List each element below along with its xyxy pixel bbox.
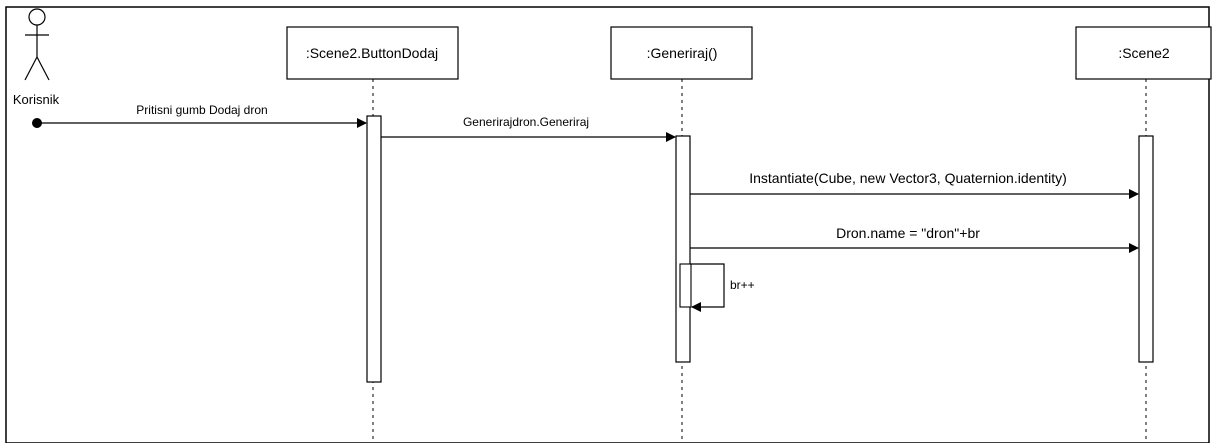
activation-scene2 (1138, 135, 1154, 363)
actor-figure (24, 8, 50, 81)
participant-scene2[interactable]: :Scene2 (1075, 26, 1212, 80)
activation-button (366, 115, 382, 383)
participant-generiraj-label: :Generiraj() (647, 45, 718, 61)
message-label-3: Instantiate(Cube, new Vector3, Quaternio… (749, 170, 1067, 186)
message-label-2: Generirajdron.Generiraj (463, 115, 589, 129)
participant-scene2-label: :Scene2 (1118, 45, 1170, 61)
participant-button[interactable]: :Scene2.ButtonDodaj (286, 26, 459, 80)
message-arrow-self (690, 263, 725, 312)
participant-button-label: :Scene2.ButtonDodaj (306, 45, 438, 61)
activation-generiraj-nested (679, 263, 692, 308)
participant-generiraj[interactable]: :Generiraj() (610, 26, 753, 80)
diagram-frame (5, 6, 1210, 443)
message-label-5: br++ (730, 278, 755, 292)
actor-label: Korisnik (13, 92, 60, 107)
activation-generiraj (675, 135, 691, 363)
message-label-4: Dron.name = "dron"+br (836, 225, 980, 241)
actor-head (28, 8, 46, 26)
message-label-1: Pritisni gumb Dodaj dron (136, 103, 267, 117)
